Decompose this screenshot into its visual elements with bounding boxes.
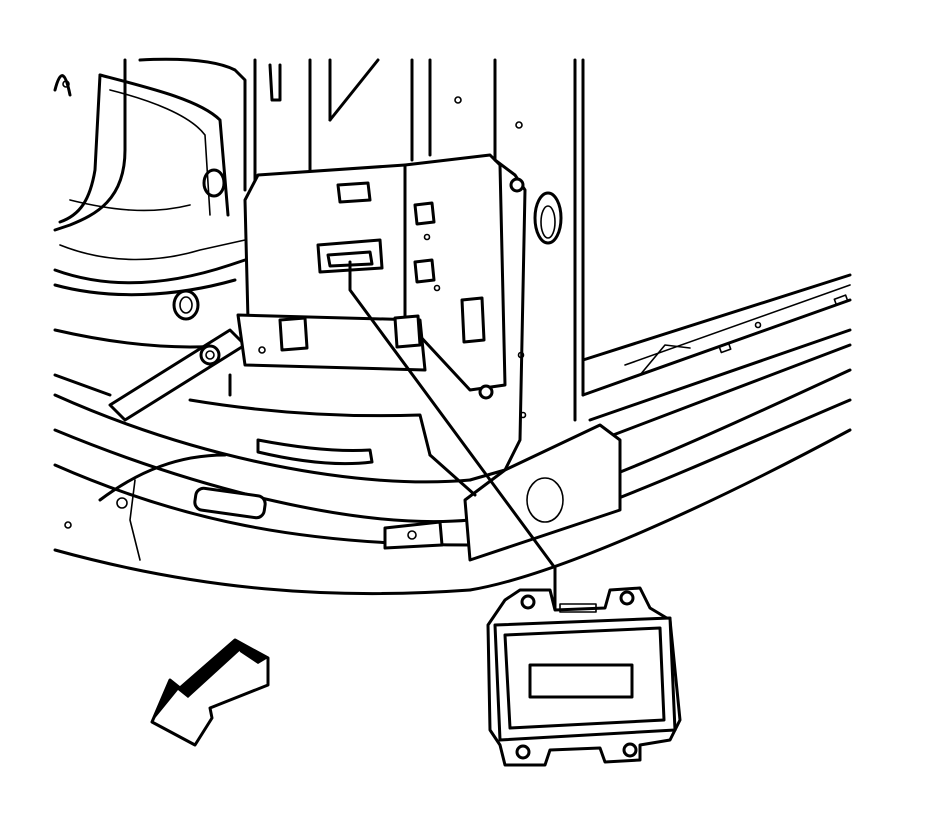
inner-body-panel <box>53 57 247 321</box>
rear-bumper-beam <box>53 368 852 596</box>
front-direction-arrow-icon <box>150 638 270 747</box>
callout-leader-line <box>348 260 557 612</box>
control-module <box>486 586 682 767</box>
vertical-pillar <box>253 58 585 422</box>
mounting-bracket <box>108 153 563 482</box>
lower-support <box>188 373 622 562</box>
